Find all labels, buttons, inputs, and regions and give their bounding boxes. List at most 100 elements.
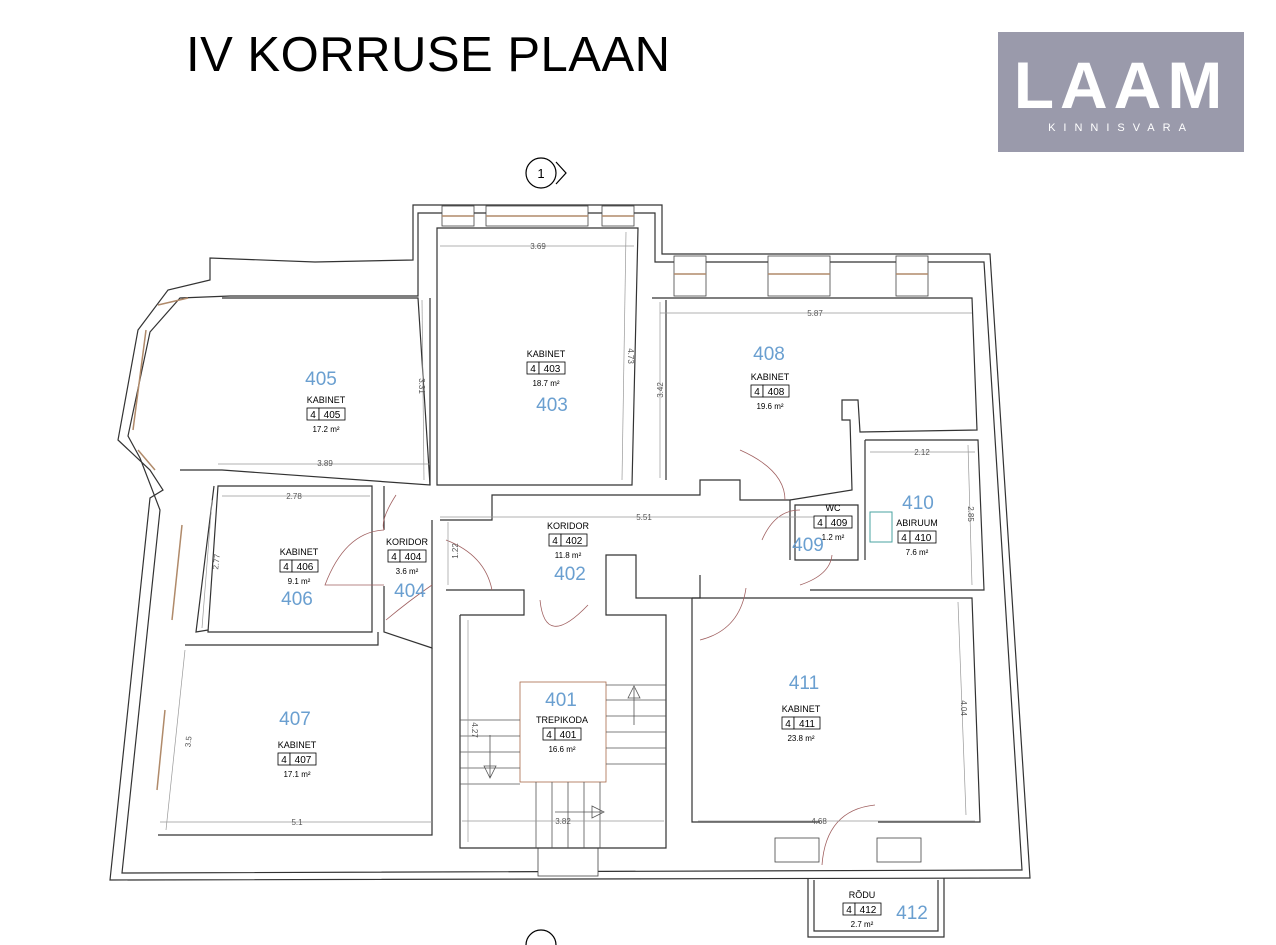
room-code-box xyxy=(909,530,937,544)
dim-408-width: 5.87 xyxy=(807,309,823,318)
room-floor: 4 xyxy=(846,905,852,916)
axis-marker: 1 xyxy=(525,157,567,189)
company-logo: LAAM KINNISVARA xyxy=(998,32,1244,152)
outer-wall xyxy=(109,204,1031,881)
room-number: 410 xyxy=(902,493,934,514)
dim-411-height: 4.04 xyxy=(959,700,968,716)
room-type: ABIRUUM xyxy=(896,518,938,528)
room-code-box xyxy=(854,902,882,916)
room-code-box xyxy=(399,549,427,563)
room-area: 23.8 m² xyxy=(787,734,814,743)
room-type: KABINET xyxy=(307,395,346,405)
dim-408-height: 3.42 xyxy=(656,382,665,398)
room-floor: 4 xyxy=(901,533,907,544)
room-code: 410 xyxy=(915,533,932,544)
room-floor: 4 xyxy=(283,562,289,573)
room-code: 411 xyxy=(799,719,815,730)
room-code: 405 xyxy=(324,410,341,421)
room-code-box xyxy=(793,716,821,730)
room-code-box xyxy=(291,559,319,573)
logo-brand: LAAM xyxy=(1013,48,1229,122)
room-number: 411 xyxy=(789,673,819,694)
room-404: 404 KORIDOR 4 404 3.6 m² xyxy=(386,537,429,602)
room-number: 408 xyxy=(753,344,785,365)
room-code: 409 xyxy=(831,518,848,529)
room-type: KABINET xyxy=(278,740,317,750)
room-area: 19.6 m² xyxy=(756,402,783,411)
logo-subtitle: KINNISVARA xyxy=(1048,122,1194,134)
room-number: 405 xyxy=(305,369,337,390)
room-area: 17.2 m² xyxy=(312,425,339,434)
dim-401-height: 4.27 xyxy=(470,722,479,738)
room-code-box xyxy=(554,727,582,741)
axis-marker-label: 1 xyxy=(537,166,544,181)
room-floor: 4 xyxy=(281,755,287,766)
page-title: IV KORRUSE PLAAN xyxy=(186,28,671,82)
room-area: 9.1 m² xyxy=(288,577,311,586)
room-area: 18.7 m² xyxy=(532,379,559,388)
room-floor: 4 xyxy=(817,518,823,529)
dim-410-height: 2.85 xyxy=(966,506,975,522)
room-area: 11.8 m² xyxy=(555,551,582,560)
outer-wall-inner xyxy=(121,212,1023,874)
dim-403-width: 3.69 xyxy=(530,242,546,251)
dim-405-height: 3.31 xyxy=(417,378,426,394)
room-number: 403 xyxy=(536,395,568,416)
window xyxy=(537,847,599,877)
room-type: KABINET xyxy=(751,372,790,382)
doors xyxy=(324,449,876,866)
interior-walls xyxy=(158,227,985,938)
room-type: KORIDOR xyxy=(547,521,590,531)
room-code: 402 xyxy=(566,536,583,547)
room-floor: 4 xyxy=(310,410,316,421)
room-number: 401 xyxy=(545,690,577,711)
dim-401-width: 3.82 xyxy=(555,817,571,826)
dim-405-width: 3.89 xyxy=(317,459,333,468)
room-code: 408 xyxy=(768,387,785,398)
room-code: 404 xyxy=(405,552,422,563)
room-area: 3.6 m² xyxy=(396,567,419,576)
room-code-box xyxy=(825,515,853,529)
room-area: 16.6 m² xyxy=(548,745,575,754)
room-code-box xyxy=(318,407,346,421)
room-area: 1.2 m² xyxy=(822,533,845,542)
room-code: 401 xyxy=(560,730,577,741)
room-code: 407 xyxy=(295,755,312,766)
staircase xyxy=(460,681,666,848)
room-floor: 4 xyxy=(552,536,558,547)
room-number: 402 xyxy=(554,564,586,585)
room-area: 2.7 m² xyxy=(851,920,874,929)
room-code: 403 xyxy=(544,364,561,375)
room-type: KABINET xyxy=(280,547,319,557)
window xyxy=(895,255,929,297)
room-402: 402 KORIDOR 4 402 11.8 m² xyxy=(547,521,590,585)
room-floor: 4 xyxy=(785,719,791,730)
room-code-box xyxy=(560,533,588,547)
dim-402-width: 5.51 xyxy=(636,513,652,522)
dim-403-height: 4.73 xyxy=(626,348,635,364)
room-type: TREPIKODA xyxy=(536,715,588,725)
room-number: 412 xyxy=(896,903,928,924)
room-type: KABINET xyxy=(782,704,821,714)
room-code-box xyxy=(538,361,566,375)
window xyxy=(876,837,922,863)
dim-406-width: 2.78 xyxy=(286,492,302,501)
room-type: KORIDOR xyxy=(386,537,429,547)
dim-406-height: 2.77 xyxy=(211,553,222,570)
room-number: 407 xyxy=(279,709,311,730)
window xyxy=(774,837,820,863)
axis-marker-bottom xyxy=(525,929,557,945)
room-floor: 4 xyxy=(391,552,397,563)
dim-410-width: 2.12 xyxy=(914,448,930,457)
room-number: 404 xyxy=(394,581,426,602)
room-area: 17.1 m² xyxy=(283,770,310,779)
